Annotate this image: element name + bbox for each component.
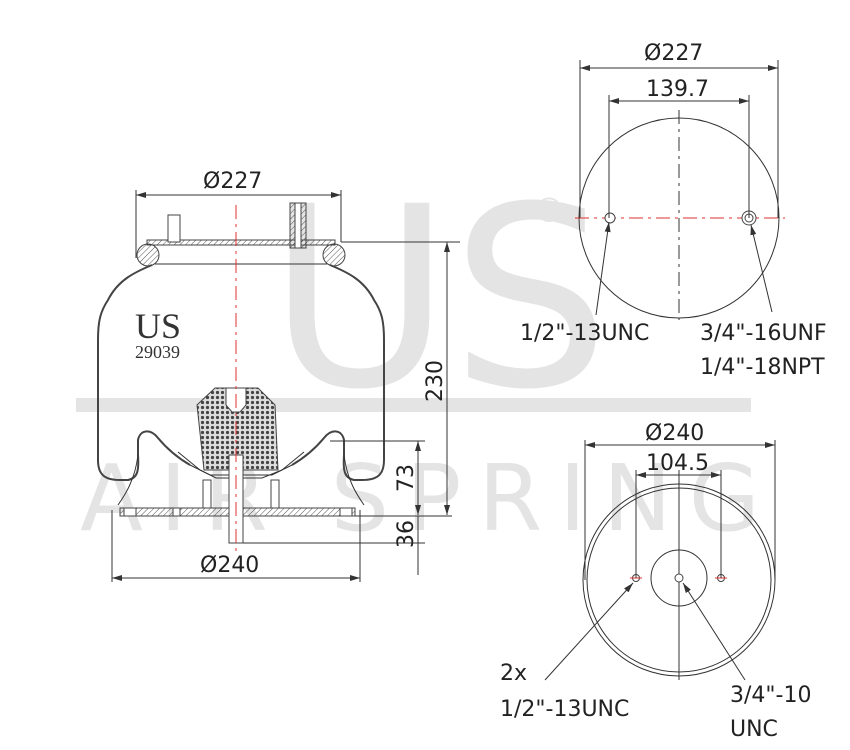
watermark-bar-top	[76, 398, 751, 412]
bottom-view-hole-spacing-label: 104.5	[646, 451, 709, 476]
stud-length-label: 36	[394, 520, 419, 548]
bottom-view: Ø240 104.5 2x 1/2"-13UNC 3/4"-10 UNC	[500, 421, 811, 742]
height-label: 230	[423, 360, 448, 402]
watermark-logo: US	[268, 153, 610, 444]
watermark-registered: ®	[532, 191, 566, 231]
top-view-hole-spacing-label: 139.7	[646, 77, 709, 102]
top-view: Ø227 139.7 1/2"-13UNC 3/4"-16UNF 1/4"-18…	[520, 41, 827, 380]
brand-mark: US	[135, 306, 181, 346]
bottom-diameter-label: Ø240	[200, 553, 259, 578]
side-view: Ø227 US 29039	[97, 169, 460, 582]
center-hole-label-2: UNC	[730, 717, 778, 742]
part-number: 29039	[135, 342, 180, 362]
side-holes-qty: 2x	[500, 661, 527, 686]
top-view-diameter-label: Ø227	[644, 41, 703, 66]
bottom-view-diameter-label: Ø240	[645, 421, 704, 446]
top-diameter-label: Ø227	[203, 169, 262, 194]
top-right-hole-label-1: 3/4"-16UNF	[700, 321, 827, 346]
top-right-hole-label-2: 1/4"-18NPT	[700, 355, 825, 380]
piston-height-label: 73	[394, 464, 419, 492]
side-holes-label: 1/2"-13UNC	[500, 697, 629, 722]
center-hole-label-1: 3/4"-10	[730, 683, 811, 708]
top-left-hole-label: 1/2"-13UNC	[520, 321, 649, 346]
